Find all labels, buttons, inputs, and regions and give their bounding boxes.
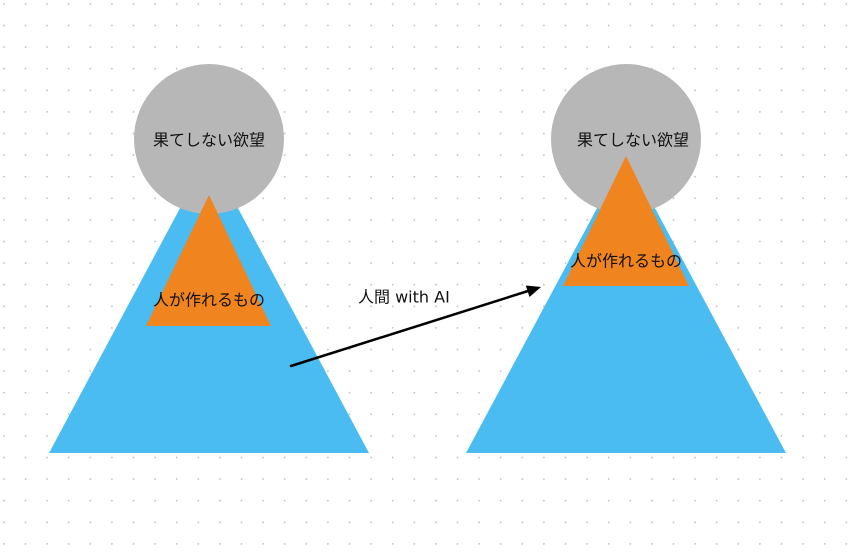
right-inner-label: 人が作れるもの xyxy=(570,252,682,271)
left-inner-triangle xyxy=(146,195,271,326)
left-desire-label: 果てしない欲望 xyxy=(153,131,265,150)
right-base-triangle xyxy=(466,154,786,453)
arrow-label: 人間 with AI xyxy=(358,288,450,307)
left-desire-circle xyxy=(134,64,284,214)
right-desire-circle xyxy=(551,64,701,214)
right-diagram: 果てしない欲望 人が作れるもの xyxy=(466,64,786,453)
arrow-head-icon xyxy=(525,285,541,297)
left-inner-label: 人が作れるもの xyxy=(153,291,265,310)
arrow-line xyxy=(289,289,530,368)
left-diagram: 果てしない欲望 人が作れるもの xyxy=(49,64,369,453)
right-inner-triangle xyxy=(563,156,689,286)
right-desire-label: 果てしない欲望 xyxy=(577,131,689,150)
arrow-connector: 人間 with AI xyxy=(289,285,541,368)
